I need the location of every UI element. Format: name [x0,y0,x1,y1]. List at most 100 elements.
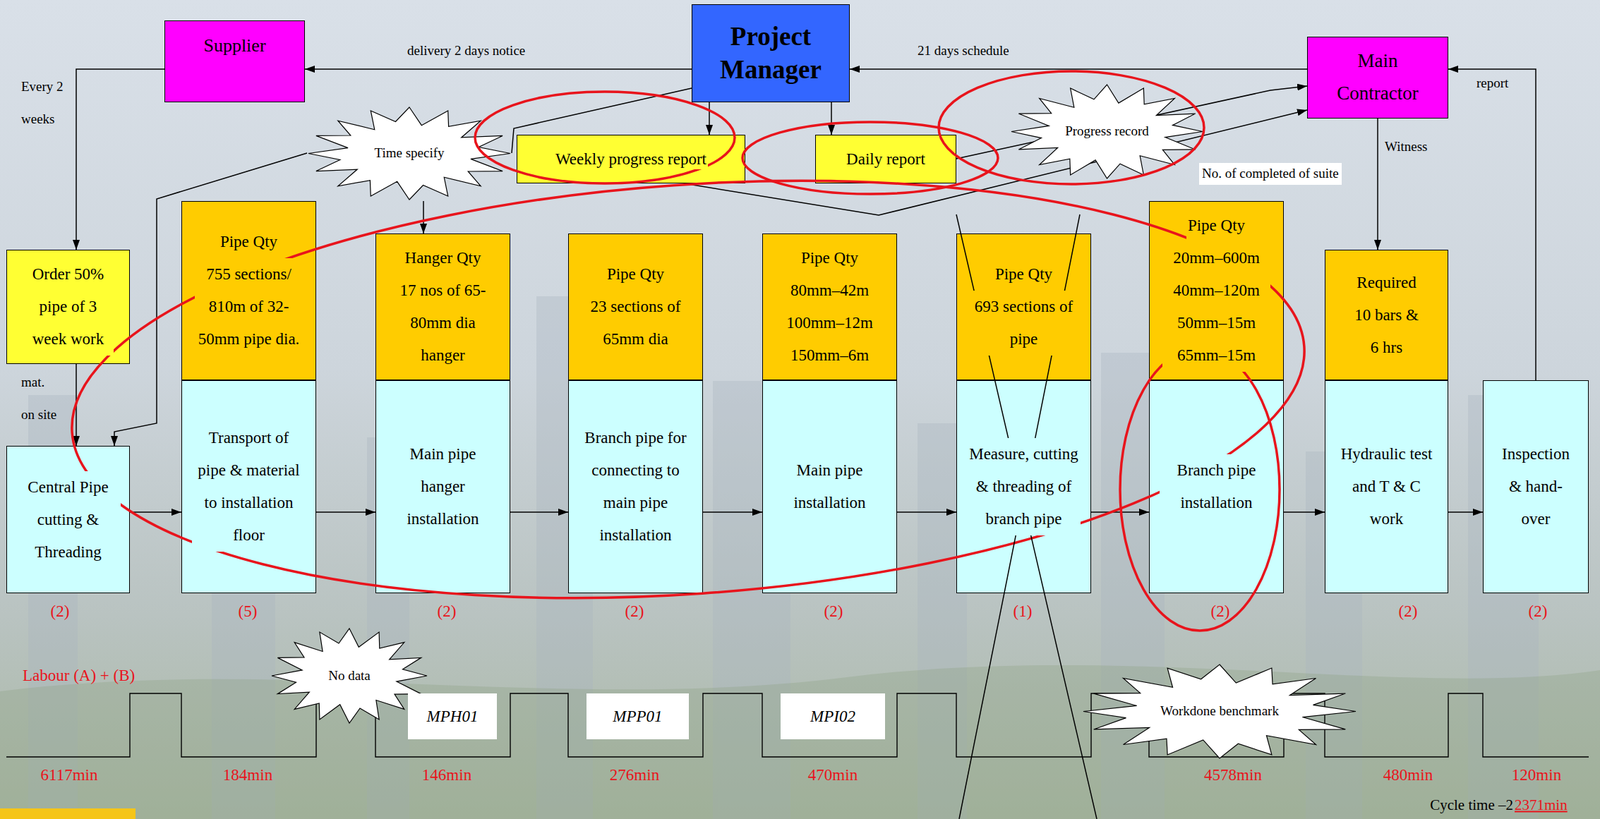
box-text: No data [326,668,372,685]
box-text: Time specify [372,145,446,162]
process-box: Branch pipe installation [1149,380,1284,594]
box-text: Hydraulic test and T & C work [1333,438,1440,536]
process-box: Branch pipe for connecting to main pipe … [568,380,703,594]
box-text: Pipe Qty [799,242,860,275]
connector [830,102,833,135]
connector [76,69,165,250]
operator-count: (2) [437,602,457,622]
connector [1283,511,1325,514]
edge-label: delivery 2 days notice [407,42,526,60]
axis-label: Labour (A) + (B) [22,666,135,686]
highlight-ellipse [57,142,1319,638]
box-text: Order 50% pipe of 3 week work [22,258,114,356]
highlight-ellipse [1120,348,1280,631]
connector [849,68,1308,70]
connector [1376,118,1379,250]
burst-shape [271,628,427,724]
connector [708,102,711,135]
box-text: Workdone benchmark [1158,703,1281,720]
connector [1448,511,1483,514]
duration-label: 480min [1383,766,1433,785]
box-text: Weekly progress report [554,148,708,171]
duration-label: 276min [609,766,660,785]
box-text: Supplier [201,33,267,58]
box-text: Central Pipe cutting & Threading [15,471,121,569]
highlight-ellipse [938,71,1205,185]
edge-label: Every 2 weeks [21,70,71,136]
box-text: Inspection & hand-over [1497,438,1574,536]
box-text: Pipe Qty [605,258,666,291]
code-tag: MPI02 [780,693,886,740]
duration-label: 4578min [1204,766,1262,785]
connector [316,511,376,514]
operator-count: (2) [1211,602,1231,622]
box-text: 20mm–600m 40mm–120m 50mm–15m 65mm–15m [1162,242,1271,372]
code-tag: MPH01 [407,693,497,740]
box-text: Main Contractor [1319,45,1437,111]
box-text: Pipe Qty [1186,209,1247,243]
box-text: 23 sections of 65mm dia [581,290,690,356]
party-box: Supplier [164,20,305,103]
box-text: 693 sections of pipe [969,290,1078,356]
box-text: Pipe Qty [993,258,1054,291]
connector [422,201,425,234]
connector [897,511,957,514]
box-text: Transport of pipe & material to installa… [191,422,306,552]
box-text: Progress record [1063,123,1151,140]
edge-label: mat. on site [21,366,61,432]
connector [702,511,763,514]
connector [129,511,182,514]
box-text: 755 sections/ 810m of 32-50mm pipe dia. [194,258,303,356]
manager-box: Project Manager [691,4,850,103]
process-box: Central Pipe cutting & Threading [6,446,130,594]
box-text: Branch pipe installation [1159,454,1274,520]
box-text: MPP01 [611,706,664,728]
box-text: Daily report [844,148,927,171]
operator-count: (2) [50,602,70,622]
quantity-box: Hanger Qty17 nos of 65-80mm dia hanger [375,233,511,381]
box-text: 80mm–42m 100mm–12m 150mm–6m [775,274,884,372]
box-text: Branch pipe for connecting to main pipe … [578,422,693,552]
operator-count: (1) [1013,602,1033,622]
cycle-time: Cycle time –2 [1429,796,1514,815]
cross-out-line [956,214,1097,819]
operator-count: (2) [1398,602,1418,622]
quantity-box: Pipe Qty755 sections/ 810m of 32-50mm pi… [181,201,317,381]
duration-label: 470min [808,766,858,785]
quantity-box: Pipe Qty20mm–600m 40mm–120m 50mm–15m 65m… [1149,201,1284,381]
operator-count: (2) [824,602,844,622]
callout-burst: Progress record [1009,83,1205,180]
process-box: Measure, cutting & threading of branch p… [956,380,1092,594]
callout-burst: Time specify [307,105,512,202]
duration-label: 6117min [40,766,99,785]
operator-count: (2) [1528,602,1548,622]
edge-label: No. of completed of suite [1199,163,1342,185]
box-text: Project Manager [698,20,844,87]
callout-burst: Workdone benchmark [1081,663,1358,761]
box-text: 17 nos of 65-80mm dia hanger [388,274,497,372]
code-tag: MPP01 [586,693,689,740]
box-text: MPI02 [808,706,857,728]
connector [1448,69,1536,381]
cycle-time: 2371min [1514,796,1568,815]
process-box: Main pipe installation [762,380,898,594]
report-box: Weekly progress report [516,134,746,184]
connector [304,68,692,70]
burst-shape [308,107,511,200]
callout-burst: No data [270,627,429,725]
highlight-ellipse [474,91,735,184]
duration-label: 146min [422,766,472,785]
box-text: 10 bars & 6 hrs [1350,299,1423,365]
operator-count: (2) [625,602,645,622]
labour-wave [6,693,1589,758]
operator-count: (5) [238,602,258,622]
cross-out-line [959,214,1080,819]
edge-label: Witness [1384,138,1428,156]
box-text: Measure, cutting & threading of branch p… [966,438,1081,536]
report-box: Daily report [815,134,957,184]
corner-bar [0,808,136,819]
process-box: Main pipe hanger installation [375,380,511,594]
process-box: Hydraulic test and T & C work [1324,380,1449,594]
box-text: Hanger Qty [403,242,483,275]
